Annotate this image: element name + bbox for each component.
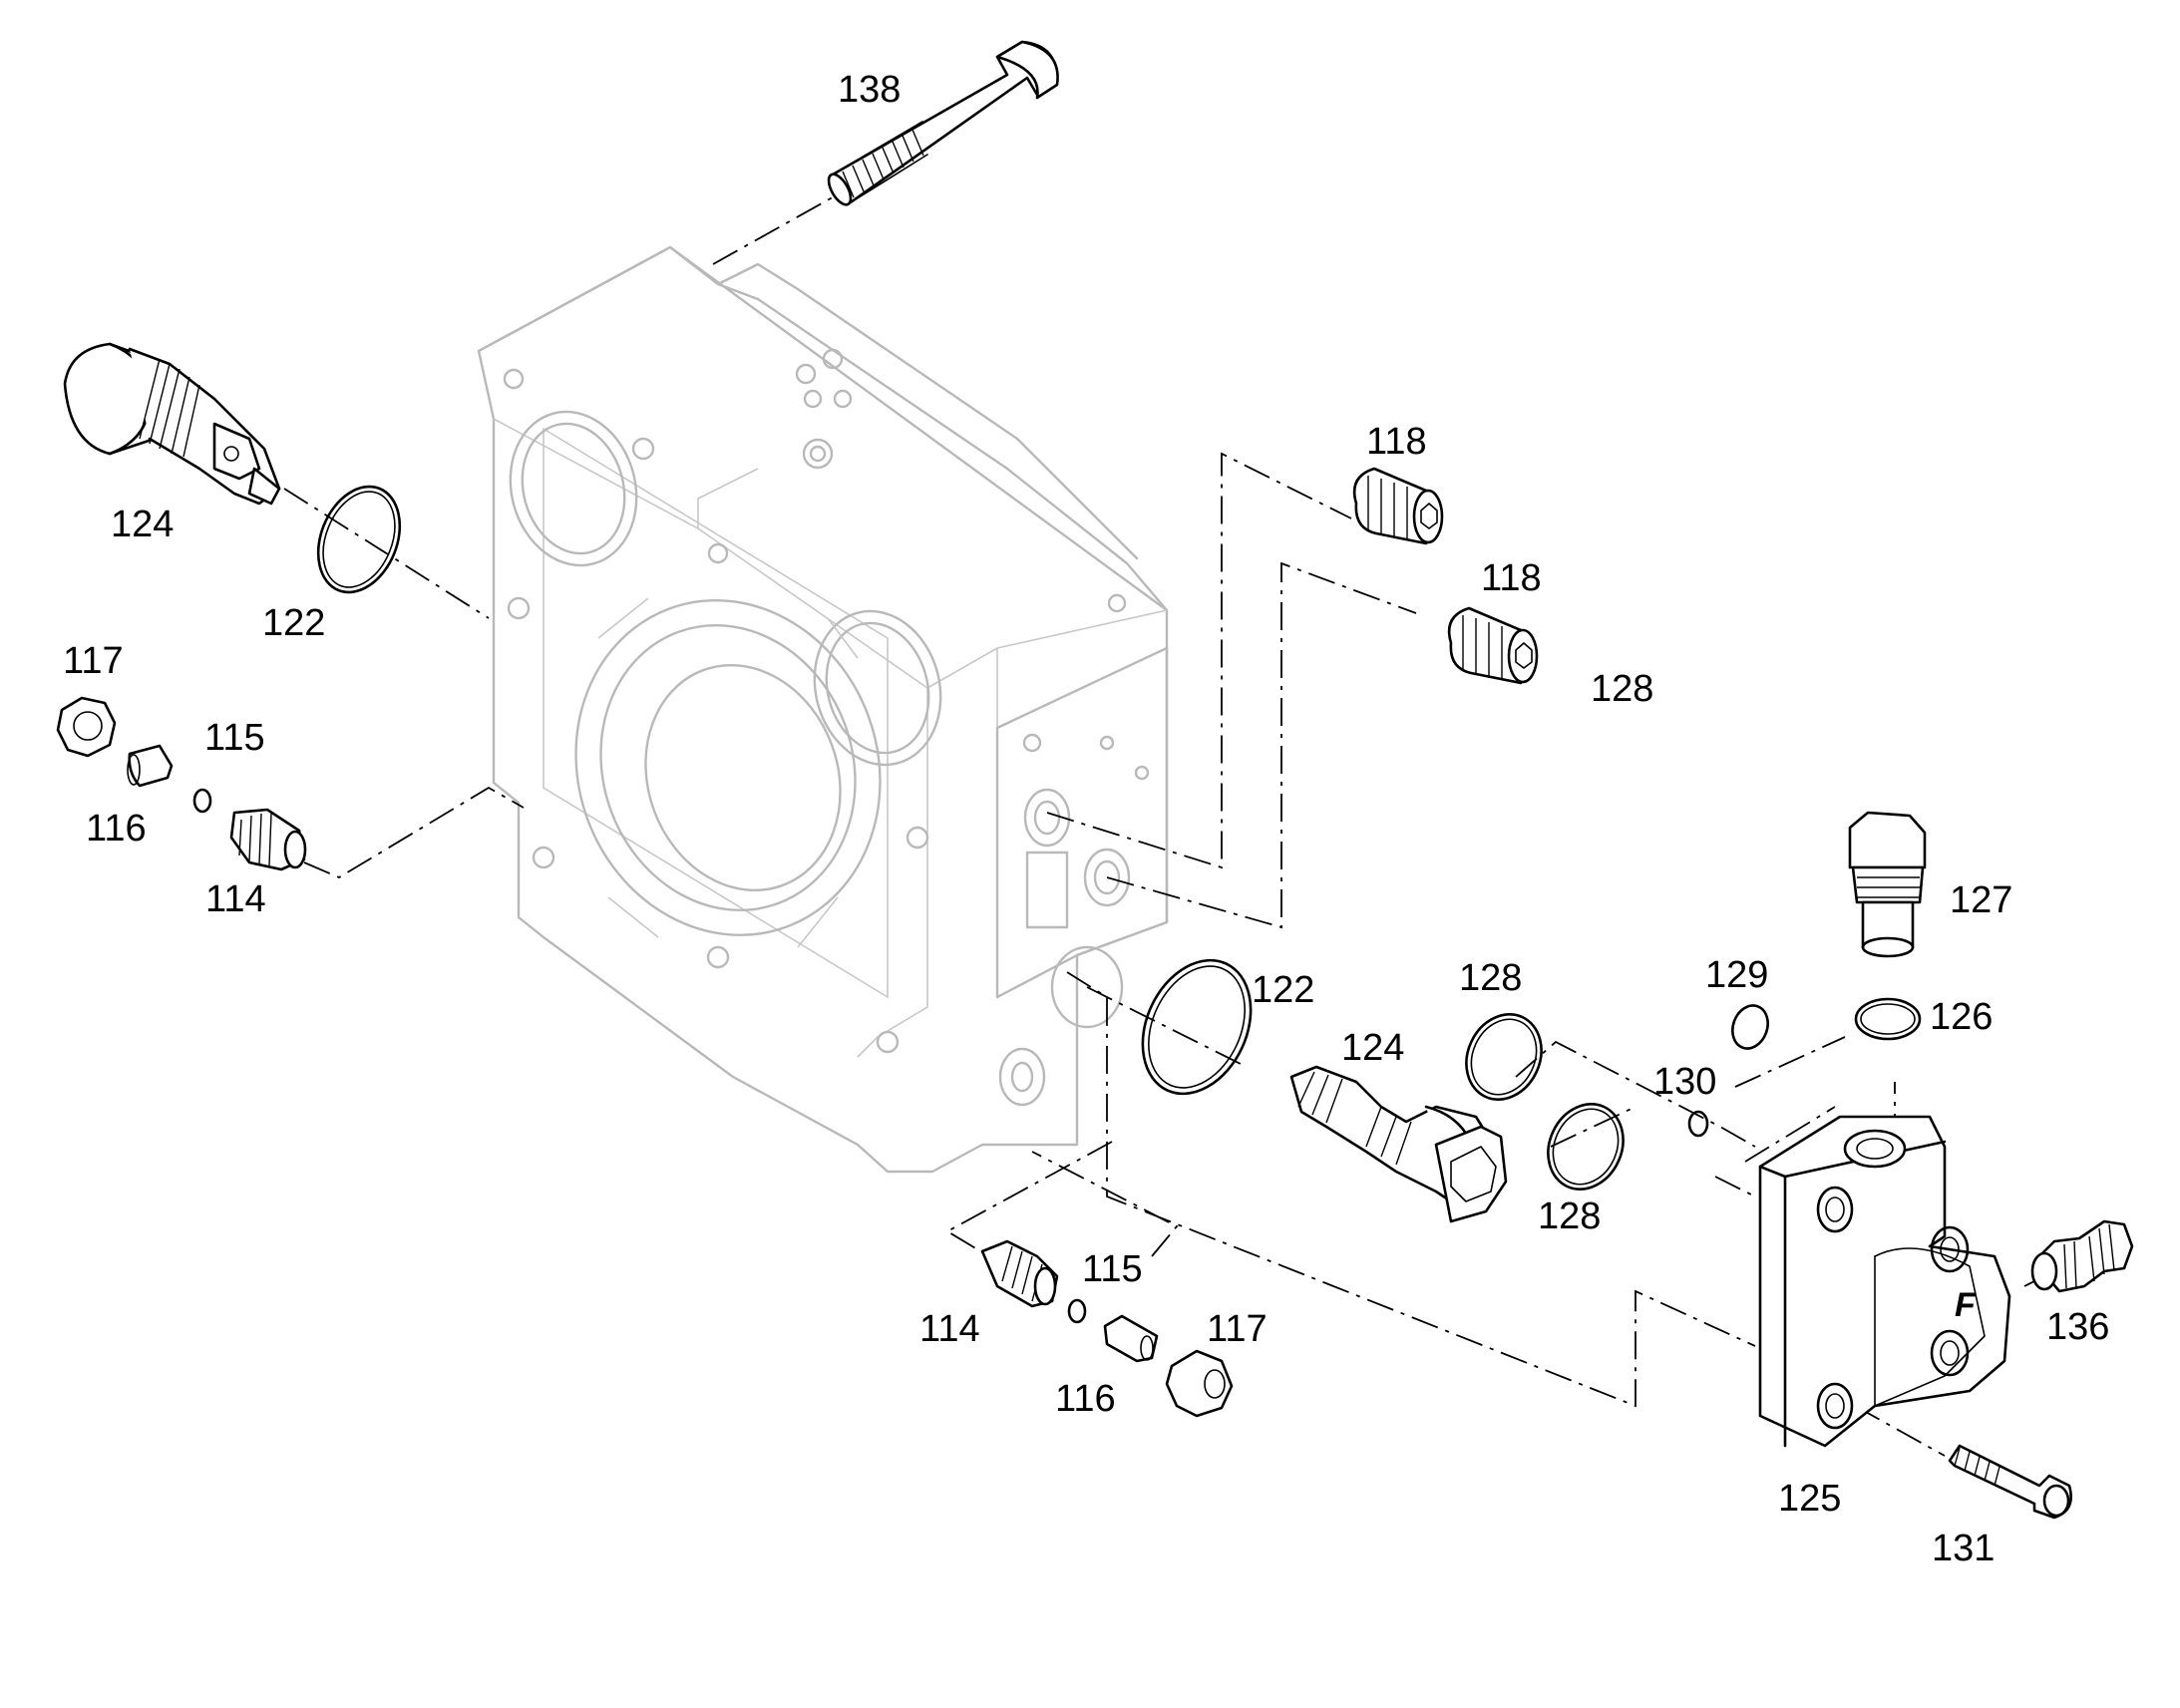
part-115-seal-lower bbox=[1067, 1298, 1087, 1324]
callout-124: 124 bbox=[111, 504, 174, 545]
callout-122: 122 bbox=[1252, 969, 1314, 1011]
callout-127: 127 bbox=[1950, 879, 2012, 921]
callout-labels: 138 124 122 117 115 116 114 118 118 128 … bbox=[63, 69, 2109, 1569]
callout-125: 125 bbox=[1778, 1478, 1841, 1520]
callout-115: 115 bbox=[204, 717, 265, 759]
part-122-o-ring-lower bbox=[1141, 958, 1253, 1096]
callout-117: 117 bbox=[1207, 1308, 1268, 1350]
gearbox-housing bbox=[477, 245, 1169, 1174]
callout-117: 117 bbox=[63, 640, 124, 682]
part-122-o-ring-upper bbox=[316, 485, 402, 594]
part-116-fitting-lower bbox=[1103, 1314, 1159, 1363]
part-127-plug bbox=[1848, 811, 1927, 958]
part-117-nut-lower bbox=[1165, 1349, 1234, 1418]
callout-118: 118 bbox=[1481, 557, 1542, 599]
part-117-nut-left bbox=[56, 696, 117, 758]
callout-128: 128 bbox=[1591, 668, 1653, 710]
part-114-adapter-lower bbox=[980, 1239, 1059, 1308]
part-136-fitting bbox=[2030, 1219, 2134, 1293]
part-131-cap-screw bbox=[1948, 1444, 2072, 1520]
callout-138: 138 bbox=[838, 69, 901, 111]
block-mark-f: F bbox=[1955, 1286, 1977, 1324]
callout-118: 118 bbox=[1366, 421, 1427, 463]
part-115-seal-left bbox=[192, 788, 212, 814]
callout-116: 116 bbox=[86, 808, 147, 850]
part-125-valve-block: F bbox=[1758, 1115, 2011, 1448]
part-130-o-ring bbox=[1687, 1110, 1709, 1138]
part-129-o-ring bbox=[1731, 1004, 1769, 1050]
part-118-plug-lower bbox=[1447, 606, 1539, 685]
part-116-fitting-left bbox=[127, 744, 174, 788]
callout-122: 122 bbox=[262, 602, 325, 644]
callout-124: 124 bbox=[1341, 1027, 1404, 1069]
part-128-o-ring-a bbox=[1465, 1013, 1543, 1101]
part-128-o-ring-b bbox=[1547, 1103, 1625, 1191]
callout-126: 126 bbox=[1930, 996, 1993, 1038]
callout-115: 115 bbox=[1082, 1248, 1143, 1290]
callout-136: 136 bbox=[2046, 1306, 2109, 1348]
callout-129: 129 bbox=[1705, 954, 1768, 996]
part-124-valve-upper bbox=[63, 342, 281, 506]
part-114-adapter-left bbox=[229, 808, 307, 871]
callout-131: 131 bbox=[1932, 1528, 1995, 1569]
callout-114: 114 bbox=[919, 1308, 980, 1350]
part-118-plug-upper bbox=[1352, 467, 1444, 545]
callout-114: 114 bbox=[205, 878, 266, 920]
part-126-o-ring bbox=[1854, 997, 1922, 1041]
part-124-valve-lower bbox=[1289, 1065, 1508, 1223]
assembly-lines bbox=[283, 193, 2065, 1457]
callout-128: 128 bbox=[1538, 1196, 1601, 1237]
callout-116: 116 bbox=[1055, 1378, 1116, 1420]
part-138-cap-screw bbox=[827, 40, 1059, 206]
callout-128: 128 bbox=[1459, 957, 1522, 999]
callout-130: 130 bbox=[1653, 1061, 1716, 1103]
